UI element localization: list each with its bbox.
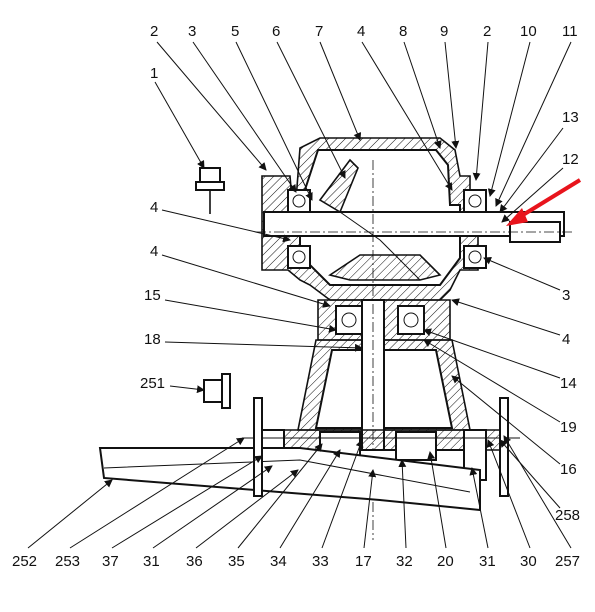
side-plate-left [253, 397, 263, 497]
label-2-top-left: 2 [150, 23, 158, 40]
label-36: 36 [186, 553, 203, 570]
label-7: 7 [315, 23, 323, 40]
bearing-left-bottom [287, 245, 311, 269]
label-37: 37 [102, 553, 119, 570]
bevel-gear-driven [328, 254, 442, 281]
hub-right [395, 431, 437, 461]
label-34: 34 [270, 553, 287, 570]
label-11: 11 [562, 23, 578, 40]
label-258: 258 [555, 507, 580, 524]
label-14: 14 [560, 375, 577, 392]
label-1: 1 [150, 65, 158, 82]
bearing-vertical-right [397, 305, 425, 335]
bearing-right-top [463, 189, 487, 213]
label-17: 17 [355, 553, 372, 570]
label-3-top: 3 [188, 23, 196, 40]
label-18: 18 [144, 331, 161, 348]
label-253: 253 [55, 553, 80, 570]
label-9: 9 [440, 23, 448, 40]
label-2-top-right: 2 [483, 23, 491, 40]
red-arrow-icon [506, 178, 582, 226]
label-15: 15 [144, 287, 161, 304]
label-35: 35 [228, 553, 245, 570]
detached-bolt-1 [195, 167, 225, 214]
label-5: 5 [231, 23, 239, 40]
label-32: 32 [396, 553, 413, 570]
label-4-left-upper: 4 [150, 199, 158, 216]
label-252: 252 [12, 553, 37, 570]
label-251: 251 [140, 375, 165, 392]
bearing-right-bottom [463, 245, 487, 269]
label-13: 13 [562, 109, 579, 126]
label-31-left: 31 [143, 553, 160, 570]
label-257: 257 [555, 553, 580, 570]
label-4-right: 4 [562, 331, 570, 348]
label-10: 10 [520, 23, 537, 40]
part-labels: 2 3 5 6 7 4 8 9 2 10 11 1 13 12 4 4 3 15… [12, 23, 580, 570]
label-8: 8 [399, 23, 407, 40]
label-20: 20 [437, 553, 454, 570]
label-33: 33 [312, 553, 329, 570]
detached-part-251 [203, 373, 231, 409]
label-12: 12 [562, 151, 579, 168]
gearbox-drawing [98, 137, 572, 540]
bearing-vertical-left [335, 305, 363, 335]
label-4-left-lower: 4 [150, 243, 158, 260]
label-4-top: 4 [357, 23, 365, 40]
label-6: 6 [272, 23, 280, 40]
label-19: 19 [560, 419, 577, 436]
bearing-left-top [287, 189, 311, 213]
label-30: 30 [520, 553, 537, 570]
label-16: 16 [560, 461, 577, 478]
label-31-right: 31 [479, 553, 496, 570]
label-3-right: 3 [562, 287, 570, 304]
leader-lines [27, 41, 572, 549]
